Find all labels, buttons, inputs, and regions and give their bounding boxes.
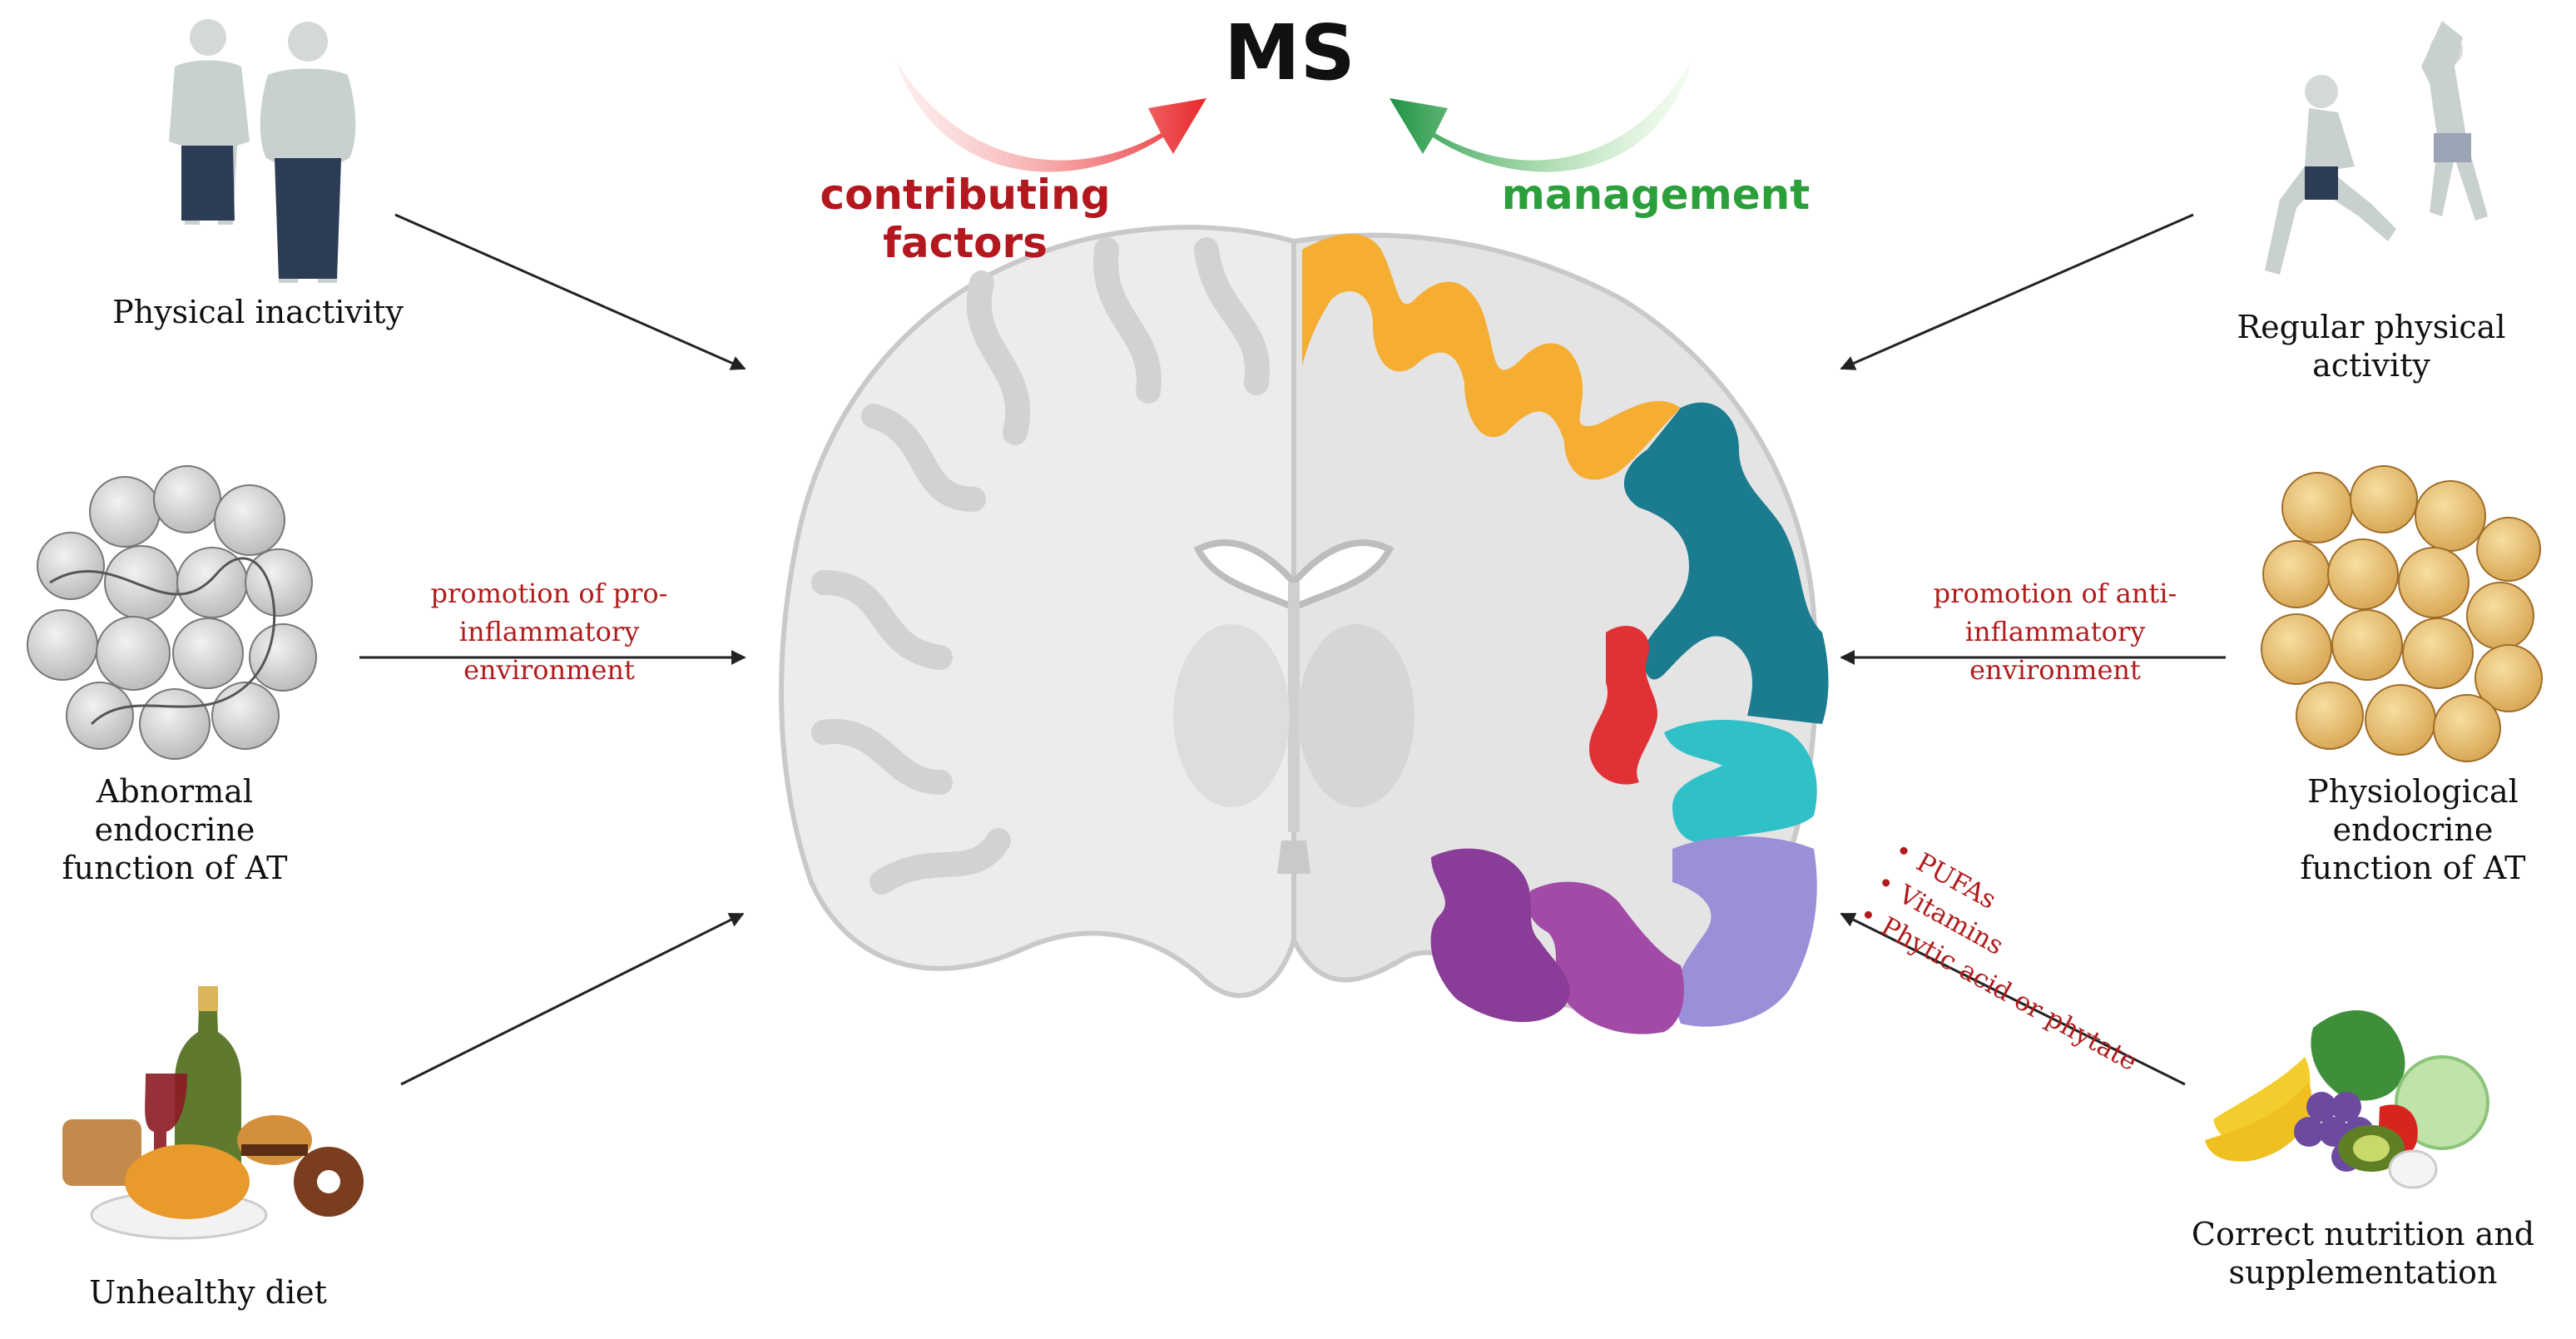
label-unhealthy-diet: Unhealthy diet xyxy=(89,1274,327,1311)
arrow-activity xyxy=(1840,213,2194,370)
vegetables-icon xyxy=(2205,1009,2489,1189)
management-heading: management xyxy=(1501,171,1811,219)
arrow-diet xyxy=(400,912,745,1086)
contributing-arrow xyxy=(894,58,1206,172)
people-silhouette-icon xyxy=(169,19,356,283)
label-physical-inactivity: Physical inactivity xyxy=(112,294,404,330)
note-anti-inflammatory: promotion of anti-inflammatory environme… xyxy=(1933,578,2177,686)
healthy-adipose-icon xyxy=(2261,465,2543,762)
junk-food-icon xyxy=(62,986,364,1240)
ms-title: MS xyxy=(1224,8,1355,97)
contributing-factors-heading: contributing factors xyxy=(820,171,1111,267)
runner-icon xyxy=(2265,21,2488,275)
label-physiological-endocrine: Physiological endocrine function of AT xyxy=(2300,773,2526,886)
label-abnormal-endocrine: Abnormal endocrine function of AT xyxy=(62,773,288,886)
label-regular-activity: Regular physical activity xyxy=(2237,309,2506,384)
arrow-inactivity xyxy=(394,213,746,370)
adipose-tissue-icon xyxy=(27,465,317,760)
brain-coronal-icon xyxy=(779,225,1829,1034)
note-pro-inflammatory: promotion of pro-inflammatory environmen… xyxy=(430,578,668,686)
label-correct-nutrition: Correct nutrition and supplementation xyxy=(2191,1216,2535,1291)
management-arrow xyxy=(1390,58,1693,172)
